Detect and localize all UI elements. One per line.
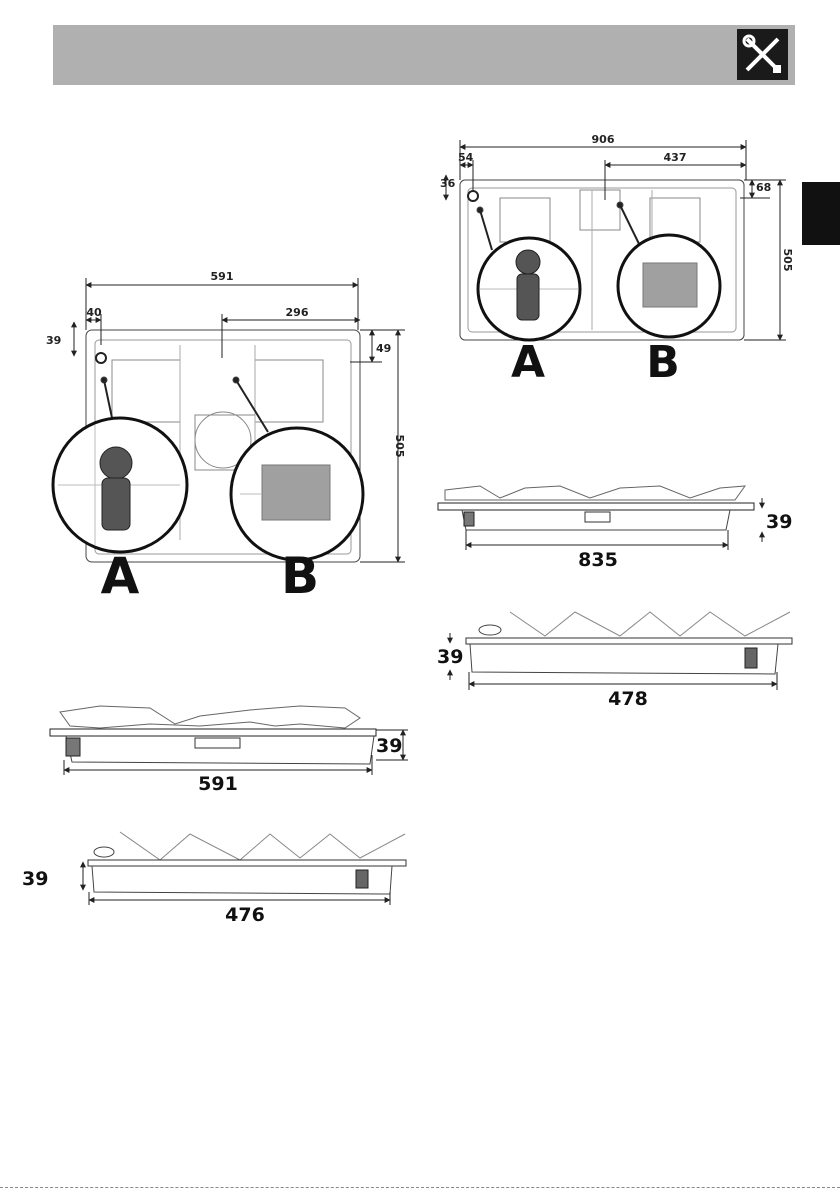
fig1-callout-a-label: A (101, 547, 140, 605)
fig1-callout-a (53, 380, 187, 552)
fig1-top-offset-top-label: 39 (46, 334, 61, 347)
fig2-top-offset-right-label: 437 (664, 151, 687, 164)
fig2-callout-b-label: B (646, 337, 680, 388)
fig1-callout-b (231, 380, 363, 560)
fig2-callout-a (478, 210, 580, 340)
figure-2-side-view (466, 612, 792, 674)
fig1-top-offset-right-label: 296 (286, 306, 309, 319)
fig1-callout-b-label: B (281, 547, 319, 605)
fig1-side-height-label: 39 (22, 868, 48, 890)
fig2-side-height-label: 39 (437, 646, 463, 668)
footer-rule (0, 1187, 840, 1188)
figure-2-front-view (438, 486, 754, 530)
fig2-top-offset-left-label: 54 (458, 151, 474, 164)
fig2-callout-b (618, 205, 720, 337)
fig2-top-offset-top-label: 36 (440, 177, 456, 190)
fig1-top-depth-label: 505 (393, 435, 406, 458)
fig1-top-width-label: 591 (211, 270, 234, 283)
figure-1-front-view (50, 706, 376, 764)
fig1-top-offset-left-label: 40 (86, 306, 102, 319)
fig1-front-height-label: 39 (376, 735, 402, 757)
fig2-front-height-label: 39 (766, 511, 792, 533)
fig1-top-offset-right-top-label: 49 (376, 342, 391, 355)
fig1-front-width-label: 591 (198, 773, 238, 795)
fig2-side-depth-label: 478 (608, 688, 648, 710)
fig2-top-depth-label: 505 (781, 249, 794, 272)
fig2-callout-a-label: A (511, 337, 545, 388)
fig1-side-depth-label: 476 (225, 904, 265, 926)
figure-1-side-view (88, 832, 406, 894)
fig2-top-width-label: 906 (592, 133, 615, 146)
fig2-front-width-label: 835 (578, 549, 618, 571)
fig2-top-offset-right-top-label: 68 (756, 181, 771, 194)
